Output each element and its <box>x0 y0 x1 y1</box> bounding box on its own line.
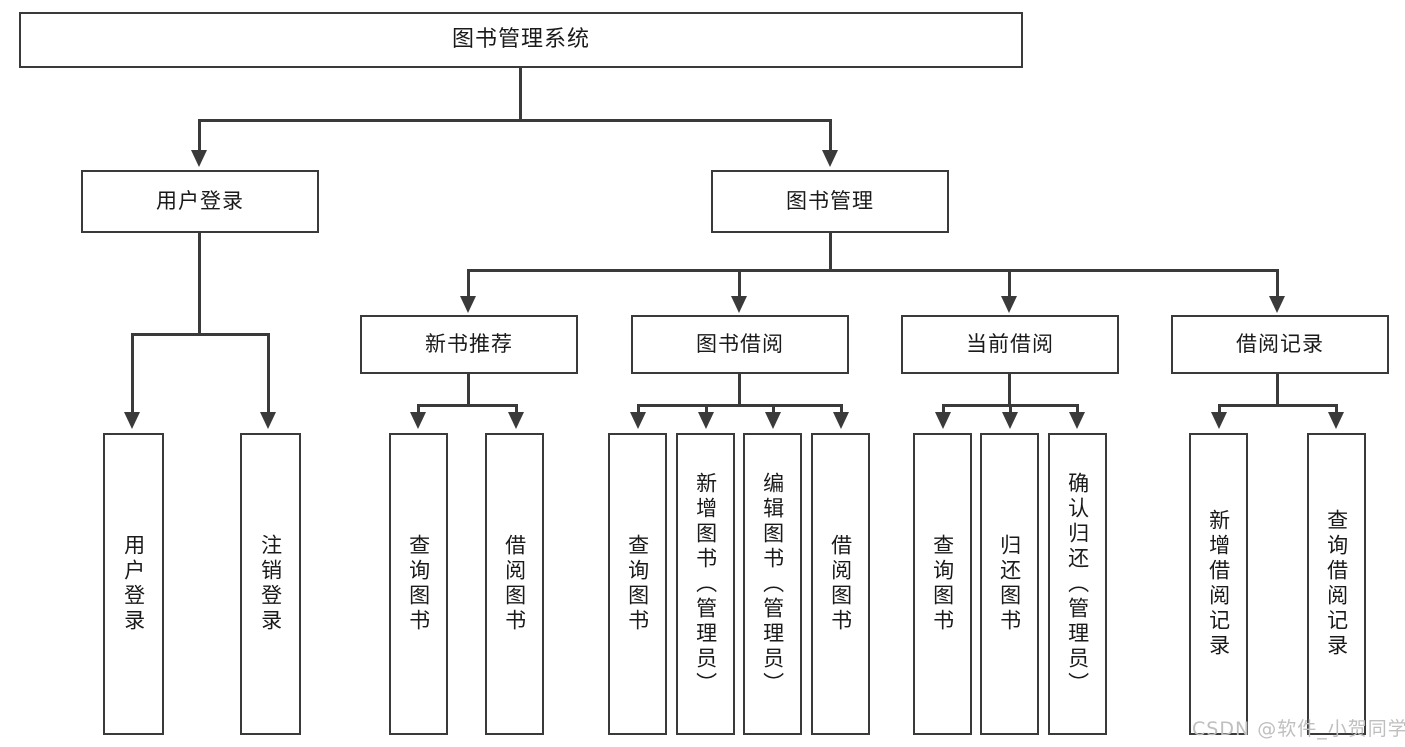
node-label: 用户登录 <box>121 534 146 634</box>
node-borrow-record[interactable]: 借阅记录 <box>1171 315 1389 374</box>
connector-level3-drop-3 <box>1008 269 1011 298</box>
leaf-add-book[interactable]: 新增图书（管理员） <box>676 433 735 735</box>
node-current-borrow[interactable]: 当前借阅 <box>901 315 1119 374</box>
arrowhead-to-leaf-add-book <box>698 412 714 429</box>
node-new-book-recommend[interactable]: 新书推荐 <box>360 315 578 374</box>
node-label: 新书推荐 <box>425 331 513 356</box>
node-label: 图书借阅 <box>696 331 784 356</box>
leaf-query-book-2[interactable]: 查询图书 <box>608 433 667 735</box>
connector-level2-bus <box>198 119 832 122</box>
node-label: 图书管理系统 <box>451 26 590 52</box>
connector-current-borrow-drop-2 <box>1009 404 1012 416</box>
connector-book-borrow-leaf-bus <box>637 404 842 407</box>
leaf-borrow-book-2[interactable]: 借阅图书 <box>811 433 870 735</box>
arrowhead-to-leaf-query-book-3 <box>935 412 951 429</box>
leaf-query-book-3[interactable]: 查询图书 <box>913 433 972 735</box>
connector-new-book-drop-2 <box>515 404 518 416</box>
connector-new-book-stem <box>467 374 470 406</box>
node-label: 查询借阅记录 <box>1324 509 1349 659</box>
leaf-query-record[interactable]: 查询借阅记录 <box>1307 433 1366 735</box>
node-book-borrow[interactable]: 图书借阅 <box>631 315 849 374</box>
connector-user-login-leaf-bus <box>131 333 270 336</box>
arrowhead-to-current-borrow <box>1001 296 1017 313</box>
connector-level2-drop-right <box>829 119 832 153</box>
leaf-borrow-book-1[interactable]: 借阅图书 <box>485 433 544 735</box>
node-label: 借阅记录 <box>1236 331 1324 356</box>
arrowhead-to-leaf-query-record <box>1328 412 1344 429</box>
connector-user-login-drop-1 <box>131 333 134 415</box>
connector-borrow-record-stem <box>1276 374 1279 406</box>
connector-book-borrow-drop-3 <box>772 404 775 416</box>
node-label: 用户登录 <box>156 188 244 213</box>
connector-book-borrow-stem <box>738 374 741 406</box>
arrowhead-to-book-manage <box>822 150 838 167</box>
connector-book-borrow-drop-1 <box>637 404 640 416</box>
node-label: 编辑图书（管理员） <box>760 471 785 697</box>
leaf-edit-book[interactable]: 编辑图书（管理员） <box>743 433 802 735</box>
leaf-query-book-1[interactable]: 查询图书 <box>389 433 448 735</box>
connector-root-stem <box>519 68 522 121</box>
arrowhead-to-leaf-query-book-2 <box>630 412 646 429</box>
leaf-add-record[interactable]: 新增借阅记录 <box>1189 433 1248 735</box>
connector-level2-drop-left <box>198 119 201 153</box>
connector-book-borrow-drop-2 <box>705 404 708 416</box>
connector-current-borrow-drop-1 <box>942 404 945 416</box>
node-label: 当前借阅 <box>966 331 1054 356</box>
connector-current-borrow-drop-3 <box>1076 404 1079 416</box>
node-label: 借阅图书 <box>502 534 527 634</box>
arrowhead-to-leaf-confirm-return <box>1069 412 1085 429</box>
connector-new-book-drop-1 <box>417 404 420 416</box>
connector-level3-drop-4 <box>1276 269 1279 298</box>
connector-user-login-drop-2 <box>267 333 270 415</box>
connector-borrow-record-drop-2 <box>1335 404 1338 416</box>
arrowhead-to-leaf-edit-book <box>765 412 781 429</box>
leaf-return-book[interactable]: 归还图书 <box>980 433 1039 735</box>
leaf-confirm-return[interactable]: 确认归还（管理员） <box>1048 433 1107 735</box>
node-label: 查询图书 <box>930 534 955 634</box>
node-label: 注销登录 <box>258 534 283 634</box>
node-book-manage[interactable]: 图书管理 <box>711 170 949 233</box>
connector-borrow-record-leaf-bus <box>1218 404 1338 407</box>
node-label: 确认归还（管理员） <box>1065 471 1090 697</box>
arrowhead-to-leaf-query-book-1 <box>410 412 426 429</box>
csdn-watermark: CSDN @软件_小贺同学 <box>1192 718 1405 740</box>
connector-new-book-leaf-bus <box>417 404 518 407</box>
connector-borrow-record-drop-1 <box>1218 404 1221 416</box>
node-label: 新增图书（管理员） <box>693 471 718 697</box>
arrowhead-to-new-book-recommend <box>460 296 476 313</box>
leaf-user-login[interactable]: 用户登录 <box>103 433 164 735</box>
node-label: 归还图书 <box>997 534 1022 634</box>
arrowhead-to-leaf-add-record <box>1211 412 1227 429</box>
arrowhead-to-user-login <box>191 150 207 167</box>
arrowhead-to-leaf-borrow-book-2 <box>833 412 849 429</box>
connector-book-manage-stem <box>829 232 832 272</box>
connector-user-login-stem <box>198 233 201 335</box>
leaf-user-logout[interactable]: 注销登录 <box>240 433 301 735</box>
node-label: 查询图书 <box>406 534 431 634</box>
connector-level3-bus <box>467 269 1279 272</box>
node-label: 查询图书 <box>625 534 650 634</box>
connector-level3-drop-2 <box>738 269 741 298</box>
connector-book-borrow-drop-4 <box>840 404 843 416</box>
node-root-system[interactable]: 图书管理系统 <box>19 12 1023 68</box>
arrowhead-to-borrow-record <box>1269 296 1285 313</box>
node-user-login[interactable]: 用户登录 <box>81 170 319 233</box>
arrowhead-to-leaf-user-login <box>124 412 140 429</box>
arrowhead-to-leaf-return-book <box>1002 412 1018 429</box>
node-label: 新增借阅记录 <box>1206 509 1231 659</box>
node-label: 借阅图书 <box>828 534 853 634</box>
connector-current-borrow-stem <box>1008 374 1011 406</box>
arrowhead-to-book-borrow <box>731 296 747 313</box>
arrowhead-to-leaf-borrow-book-1 <box>508 412 524 429</box>
arrowhead-to-leaf-user-logout <box>260 412 276 429</box>
connector-level3-drop-1 <box>467 269 470 298</box>
node-label: 图书管理 <box>786 188 874 213</box>
